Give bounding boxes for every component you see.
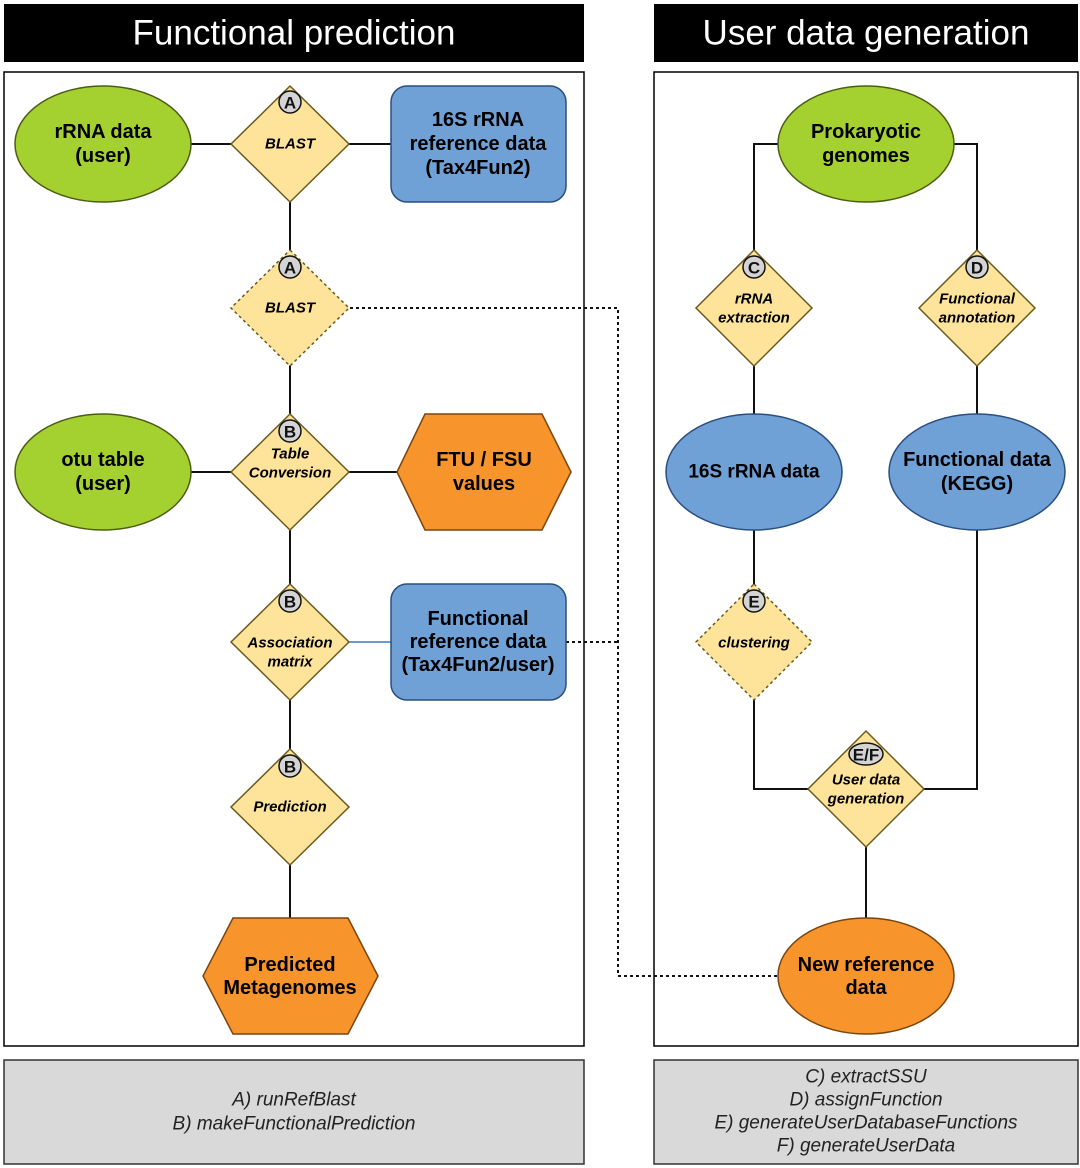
- node-blast-1: A BLAST: [229, 84, 351, 204]
- node-ftu-fsu-line-2: values: [453, 473, 515, 495]
- footer-right-line-4: F) generateUserData: [777, 1136, 955, 1157]
- badge-b-icon: [278, 589, 302, 613]
- node-16s-ref-line-2: reference data: [410, 133, 548, 155]
- node-table-conversion-line-1: Table: [271, 446, 310, 463]
- node-predicted-metagenomes: Predicted Metagenomes: [202, 917, 379, 1035]
- badge-e-label: E: [748, 593, 759, 612]
- badge-b-icon: [278, 419, 302, 443]
- edge-blast-newref-dotted: [350, 307, 780, 977]
- header-functional-prediction: Functional prediction: [4, 4, 584, 62]
- node-user-data-generation-line-1: User data: [832, 772, 900, 789]
- node-table-conversion: B Table Conversion: [229, 412, 351, 532]
- footer-left-line-2: B) makeFunctionalPrediction: [173, 1114, 416, 1135]
- node-16s-ref-line-1: 16S rRNA: [432, 109, 524, 131]
- badge-b-label: B: [284, 758, 296, 777]
- footer-right: C) extractSSU D) assignFunction E) gener…: [653, 1059, 1079, 1165]
- node-functional-data-kegg: Functional data (KEGG): [888, 413, 1066, 531]
- node-rrna-extraction: C rRNA extraction: [694, 248, 814, 368]
- node-otu-table-sublabel: (user): [75, 473, 131, 495]
- node-otu-table-user: otu table (user): [14, 413, 192, 531]
- node-otu-table-label: otu table: [61, 449, 144, 471]
- node-rrna-extraction-line-1: rRNA: [735, 291, 773, 308]
- node-func-ref-line-3: (Tax4Fun2/user): [402, 654, 555, 676]
- node-16s-rrna-data-label: 16S rRNA data: [688, 462, 820, 483]
- header-right-title: User data generation: [703, 14, 1030, 53]
- node-prokaryotic-line-2: genomes: [822, 145, 910, 167]
- badge-b-label: B: [284, 423, 296, 442]
- footer-left-line-1: A) runRefBlast: [231, 1090, 356, 1111]
- badge-ef-label: E/F: [853, 746, 879, 765]
- node-prediction-label: Prediction: [253, 799, 326, 816]
- node-blast-2: A BLAST: [229, 248, 351, 368]
- node-functional-annotation-line-2: annotation: [939, 310, 1016, 327]
- node-association-matrix-line-2: matrix: [267, 654, 313, 671]
- badge-a-label: A: [284, 259, 296, 278]
- node-rrna-data-label: rRNA data: [54, 121, 152, 143]
- badge-b-label: B: [284, 593, 296, 612]
- node-functional-annotation-line-1: Functional: [939, 291, 1016, 308]
- node-predicted-line-1: Predicted: [244, 954, 335, 976]
- node-ftu-fsu-values: FTU / FSU values: [396, 413, 572, 531]
- node-user-data-generation-line-2: generation: [827, 791, 905, 808]
- badge-ef-icon: [848, 742, 884, 766]
- node-rrna-data-user: rRNA data (user): [14, 85, 192, 203]
- node-func-ref-line-1: Functional: [427, 608, 528, 630]
- node-prediction: B Prediction: [229, 747, 351, 867]
- node-table-conversion-line-2: Conversion: [249, 465, 332, 482]
- node-16s-rrna-data: 16S rRNA data: [665, 413, 843, 531]
- node-association-matrix-line-1: Association: [246, 635, 332, 652]
- node-func-ref-line-2: reference data: [410, 631, 548, 653]
- node-ftu-fsu-line-1: FTU / FSU: [436, 449, 532, 471]
- node-prokaryotic-line-1: Prokaryotic: [811, 121, 921, 143]
- node-rrna-extraction-line-2: extraction: [718, 310, 790, 327]
- footer-right-line-1: C) extractSSU: [805, 1067, 927, 1088]
- footer-left: A) runRefBlast B) makeFunctionalPredicti…: [3, 1059, 585, 1165]
- node-new-reference-line-1: New reference: [798, 954, 935, 976]
- node-functional-annotation: D Functional annotation: [917, 248, 1037, 368]
- badge-d-label: D: [971, 259, 983, 278]
- badge-a-icon: [278, 255, 302, 279]
- node-functional-data-line-2: (KEGG): [941, 473, 1013, 495]
- header-user-data-generation: User data generation: [654, 4, 1078, 62]
- badge-e-icon: [742, 589, 766, 613]
- footer-right-line-2: D) assignFunction: [789, 1090, 942, 1111]
- footer-right-line-3: E) generateUserDatabaseFunctions: [714, 1113, 1018, 1134]
- node-blast-2-label: BLAST: [265, 300, 317, 317]
- node-clustering: E clustering: [694, 582, 814, 702]
- badge-c-label: C: [748, 259, 760, 278]
- node-16s-reference-data: 16S rRNA reference data (Tax4Fun2): [390, 85, 567, 203]
- header-left-title: Functional prediction: [133, 14, 456, 53]
- node-16s-ref-line-3: (Tax4Fun2): [425, 157, 530, 179]
- node-user-data-generation: E/F User data generation: [806, 729, 926, 849]
- node-new-reference-data: New reference data: [777, 917, 955, 1035]
- node-predicted-line-2: Metagenomes: [223, 977, 356, 999]
- badge-d-icon: [965, 255, 989, 279]
- node-new-reference-line-2: data: [845, 977, 887, 999]
- panel-functional-prediction: [3, 71, 585, 1047]
- badge-a-icon: [278, 90, 302, 114]
- badge-a-label: A: [284, 94, 296, 113]
- node-rrna-data-sublabel: (user): [75, 145, 131, 167]
- node-prokaryotic-genomes: Prokaryotic genomes: [777, 85, 955, 203]
- node-functional-reference-data: Functional reference data (Tax4Fun2/user…: [390, 583, 567, 701]
- node-functional-data-line-1: Functional data: [903, 449, 1052, 471]
- node-clustering-label: clustering: [718, 635, 790, 652]
- badge-b-icon: [278, 754, 302, 778]
- node-blast-1-label: BLAST: [265, 136, 317, 153]
- node-association-matrix: B Association matrix: [229, 582, 351, 702]
- badge-c-icon: [742, 255, 766, 279]
